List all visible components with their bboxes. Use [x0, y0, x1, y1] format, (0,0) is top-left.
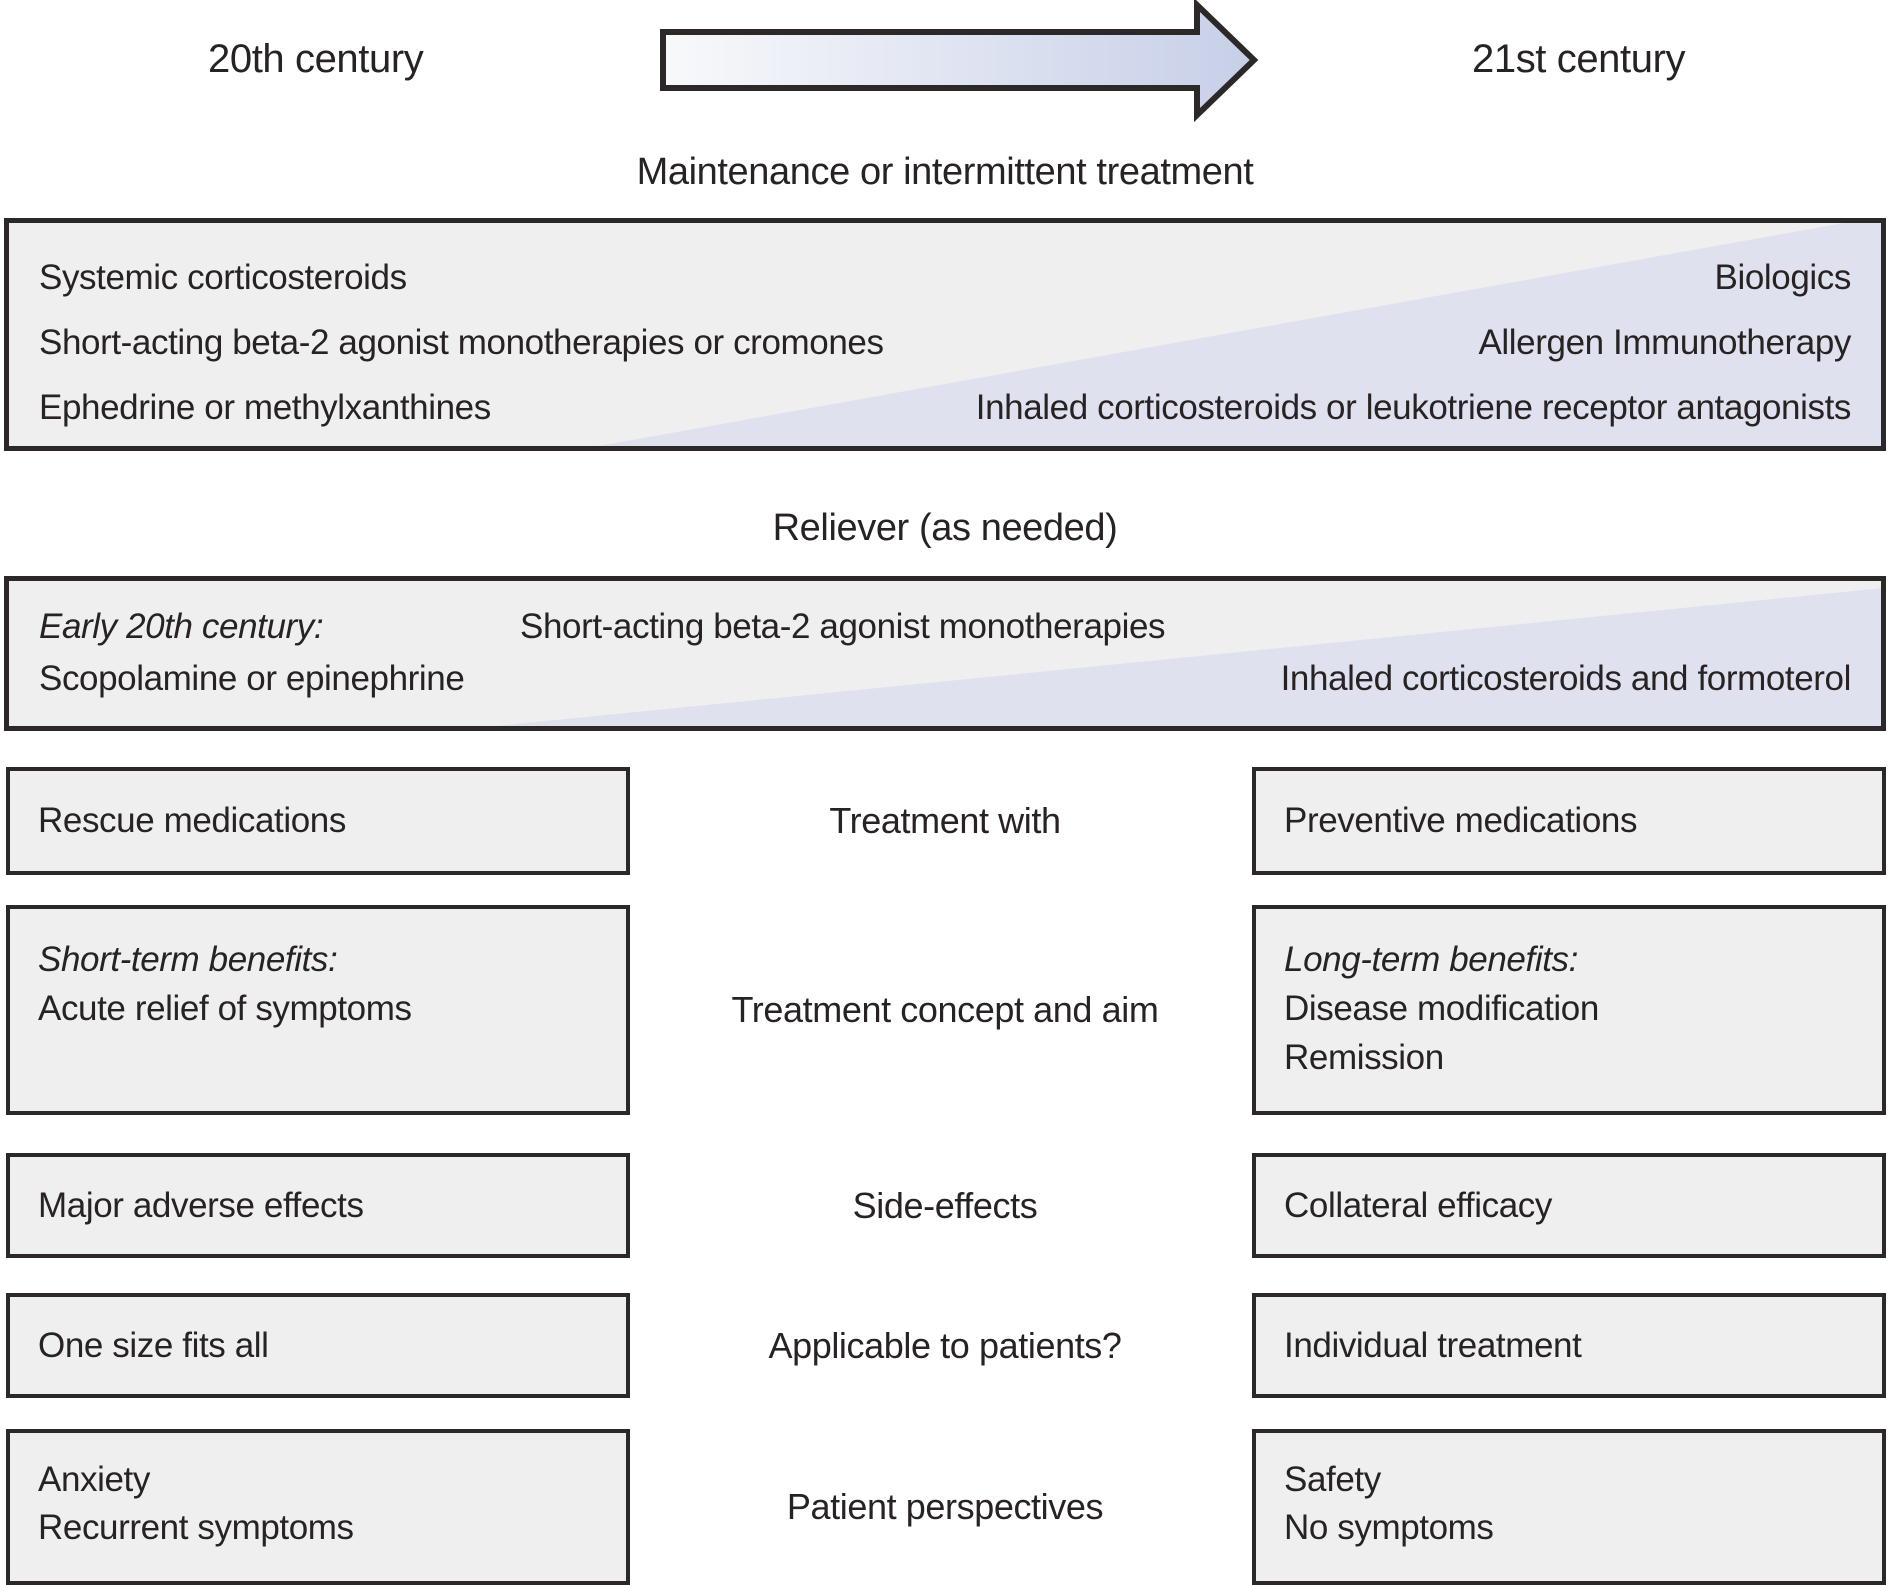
- comparison-left-box-side-effects: Major adverse effects: [6, 1153, 630, 1258]
- reliever-section-title: Reliever (as needed): [772, 507, 1118, 549]
- reliever-late-therapy: Inhaled corticosteroids and formoterol: [1280, 659, 1852, 698]
- comparison-right-box-concept: Long-term benefits: Disease modification…: [1252, 905, 1886, 1115]
- maintenance-row-1: Systemic corticosteroids Biologics: [39, 245, 1851, 310]
- comparison-right-box-treatment: Preventive medications: [1252, 767, 1886, 875]
- comparison-right-box-side-effects: Collateral efficacy: [1252, 1153, 1886, 1258]
- left-perspective-item-1: Anxiety: [38, 1460, 150, 1499]
- label-concept-text: Treatment concept and aim: [731, 989, 1159, 1030]
- comparison-right-box-perspectives: Safety No symptoms: [1252, 1429, 1886, 1585]
- comparison-left-box-perspectives: Anxiety Recurrent symptoms: [6, 1429, 630, 1585]
- arrow-shape: [660, 0, 1259, 123]
- reliever-line-2: Scopolamine or epinephrine Inhaled corti…: [39, 653, 1851, 705]
- label-perspectives-text: Patient perspectives: [786, 1486, 1104, 1527]
- reliever-line-1: Early 20th century: Short-acting beta-2 …: [39, 601, 1851, 653]
- comparison-left-box-applicability: One size fits all: [6, 1293, 630, 1398]
- long-term-benefits-label: Long-term benefits:: [1284, 940, 1578, 979]
- right-treatment-text: Preventive medications: [1284, 801, 1638, 840]
- comparison-label-perspectives: Patient perspectives: [640, 1429, 1250, 1585]
- comparison-left-box-treatment: Rescue medications: [6, 767, 630, 875]
- short-term-benefits-label: Short-term benefits:: [38, 940, 338, 979]
- comparison-label-applicability: Applicable to patients?: [640, 1293, 1250, 1398]
- reliever-era-label: Early 20th century:: [39, 607, 324, 646]
- left-side-effects-text: Major adverse effects: [38, 1185, 364, 1225]
- maintenance-new-therapy-2: Allergen Immunotherapy: [1478, 323, 1851, 362]
- maintenance-old-therapy-2: Short-acting beta-2 agonist monotherapie…: [39, 323, 884, 362]
- maintenance-new-therapy-1: Biologics: [1714, 258, 1852, 297]
- label-applicability-text: Applicable to patients?: [768, 1324, 1122, 1366]
- left-applicability-text: One size fits all: [38, 1325, 269, 1365]
- reliever-box: Early 20th century: Short-acting beta-2 …: [4, 576, 1886, 731]
- maintenance-new-therapy-3: Inhaled corticosteroids or leukotriene r…: [975, 388, 1852, 427]
- comparison-label-treatment-with: Treatment with: [640, 767, 1250, 875]
- right-perspective-item-1: Safety: [1284, 1460, 1381, 1499]
- era-label-20th-century: 20th century: [208, 37, 424, 81]
- left-treatment-text: Rescue medications: [38, 801, 346, 840]
- reliever-early-therapy: Scopolamine or epinephrine: [39, 659, 465, 698]
- long-term-benefit-item-1: Disease modification: [1284, 989, 1599, 1028]
- long-term-benefit-item-2: Remission: [1284, 1038, 1444, 1077]
- comparison-right-box-applicability: Individual treatment: [1252, 1293, 1886, 1398]
- left-perspective-item-2: Recurrent symptoms: [38, 1508, 354, 1547]
- right-perspective-item-2: No symptoms: [1284, 1508, 1494, 1547]
- comparison-label-side-effects: Side-effects: [640, 1153, 1250, 1258]
- maintenance-box: Systemic corticosteroids Biologics Short…: [4, 218, 1886, 451]
- comparison-left-box-concept: Short-term benefits: Acute relief of sym…: [6, 905, 630, 1115]
- label-side-effects-text: Side-effects: [852, 1184, 1038, 1226]
- maintenance-old-therapy-1: Systemic corticosteroids: [39, 258, 407, 297]
- right-applicability-text: Individual treatment: [1284, 1325, 1582, 1365]
- reliever-mid-therapy: Short-acting beta-2 agonist monotherapie…: [520, 607, 1166, 646]
- right-side-effects-text: Collateral efficacy: [1284, 1185, 1552, 1225]
- maintenance-old-therapy-3: Ephedrine or methylxanthines: [39, 388, 491, 427]
- timeline-right-arrow-icon: [660, 0, 1259, 123]
- maintenance-section-title: Maintenance or intermittent treatment: [636, 151, 1254, 193]
- comparison-label-concept: Treatment concept and aim: [640, 905, 1250, 1115]
- maintenance-row-3: Ephedrine or methylxanthines Inhaled cor…: [39, 375, 1851, 440]
- label-treatment-with-text: Treatment with: [829, 800, 1061, 841]
- maintenance-row-2: Short-acting beta-2 agonist monotherapie…: [39, 310, 1851, 375]
- era-label-21st-century: 21st century: [1472, 37, 1686, 81]
- short-term-benefit-item: Acute relief of symptoms: [38, 989, 412, 1028]
